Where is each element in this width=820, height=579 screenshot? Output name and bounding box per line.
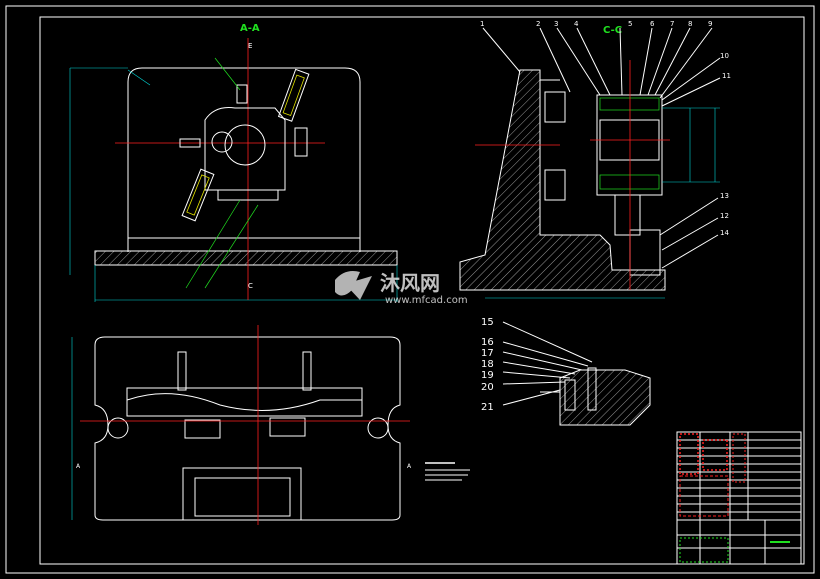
part-number: 3	[554, 20, 558, 28]
technical-notes	[425, 462, 470, 481]
part-number: 19	[481, 370, 494, 381]
inner-frame	[39, 16, 805, 565]
svg-text:E: E	[248, 42, 252, 50]
outer-frame	[5, 5, 815, 574]
part-number: 16	[481, 337, 494, 348]
part-number: 15	[481, 317, 494, 328]
part-number: 9	[708, 20, 712, 28]
part-number: 21	[481, 402, 494, 413]
section-label-aa: A-A	[240, 23, 260, 34]
watermark-brand: 沐风网	[380, 271, 440, 295]
view-cc: C-C	[459, 20, 731, 299]
view-top: A A	[71, 325, 470, 525]
part-number: 10	[720, 52, 729, 60]
part-number: 11	[722, 72, 731, 80]
watermark-url: www.mfcad.com	[385, 295, 468, 306]
part-number: 14	[720, 229, 729, 237]
section-label-cc: C-C	[603, 25, 622, 36]
part-number: 4	[574, 20, 579, 28]
part-number: 17	[481, 348, 494, 359]
view-aa: A-A E C	[69, 23, 398, 302]
svg-text:A: A	[76, 463, 81, 470]
part-number: 20	[481, 382, 494, 393]
svg-text:A: A	[407, 463, 412, 470]
svg-text:C: C	[248, 282, 253, 290]
part-number: 13	[720, 192, 729, 200]
part-number: 12	[720, 212, 729, 220]
part-number: 8	[688, 20, 692, 28]
part-number: 2	[536, 20, 540, 28]
view-detail: 15 16 17 18 19 20 21	[481, 317, 651, 426]
part-number: 1	[480, 20, 484, 28]
part-number: 5	[628, 20, 632, 28]
title-block	[676, 431, 802, 565]
part-number: 7	[670, 20, 674, 28]
watermark: 沐风网 www.mfcad.com	[335, 271, 468, 306]
watermark-logo-icon	[335, 271, 372, 300]
part-number: 6	[650, 20, 655, 28]
part-number: 18	[481, 359, 494, 370]
